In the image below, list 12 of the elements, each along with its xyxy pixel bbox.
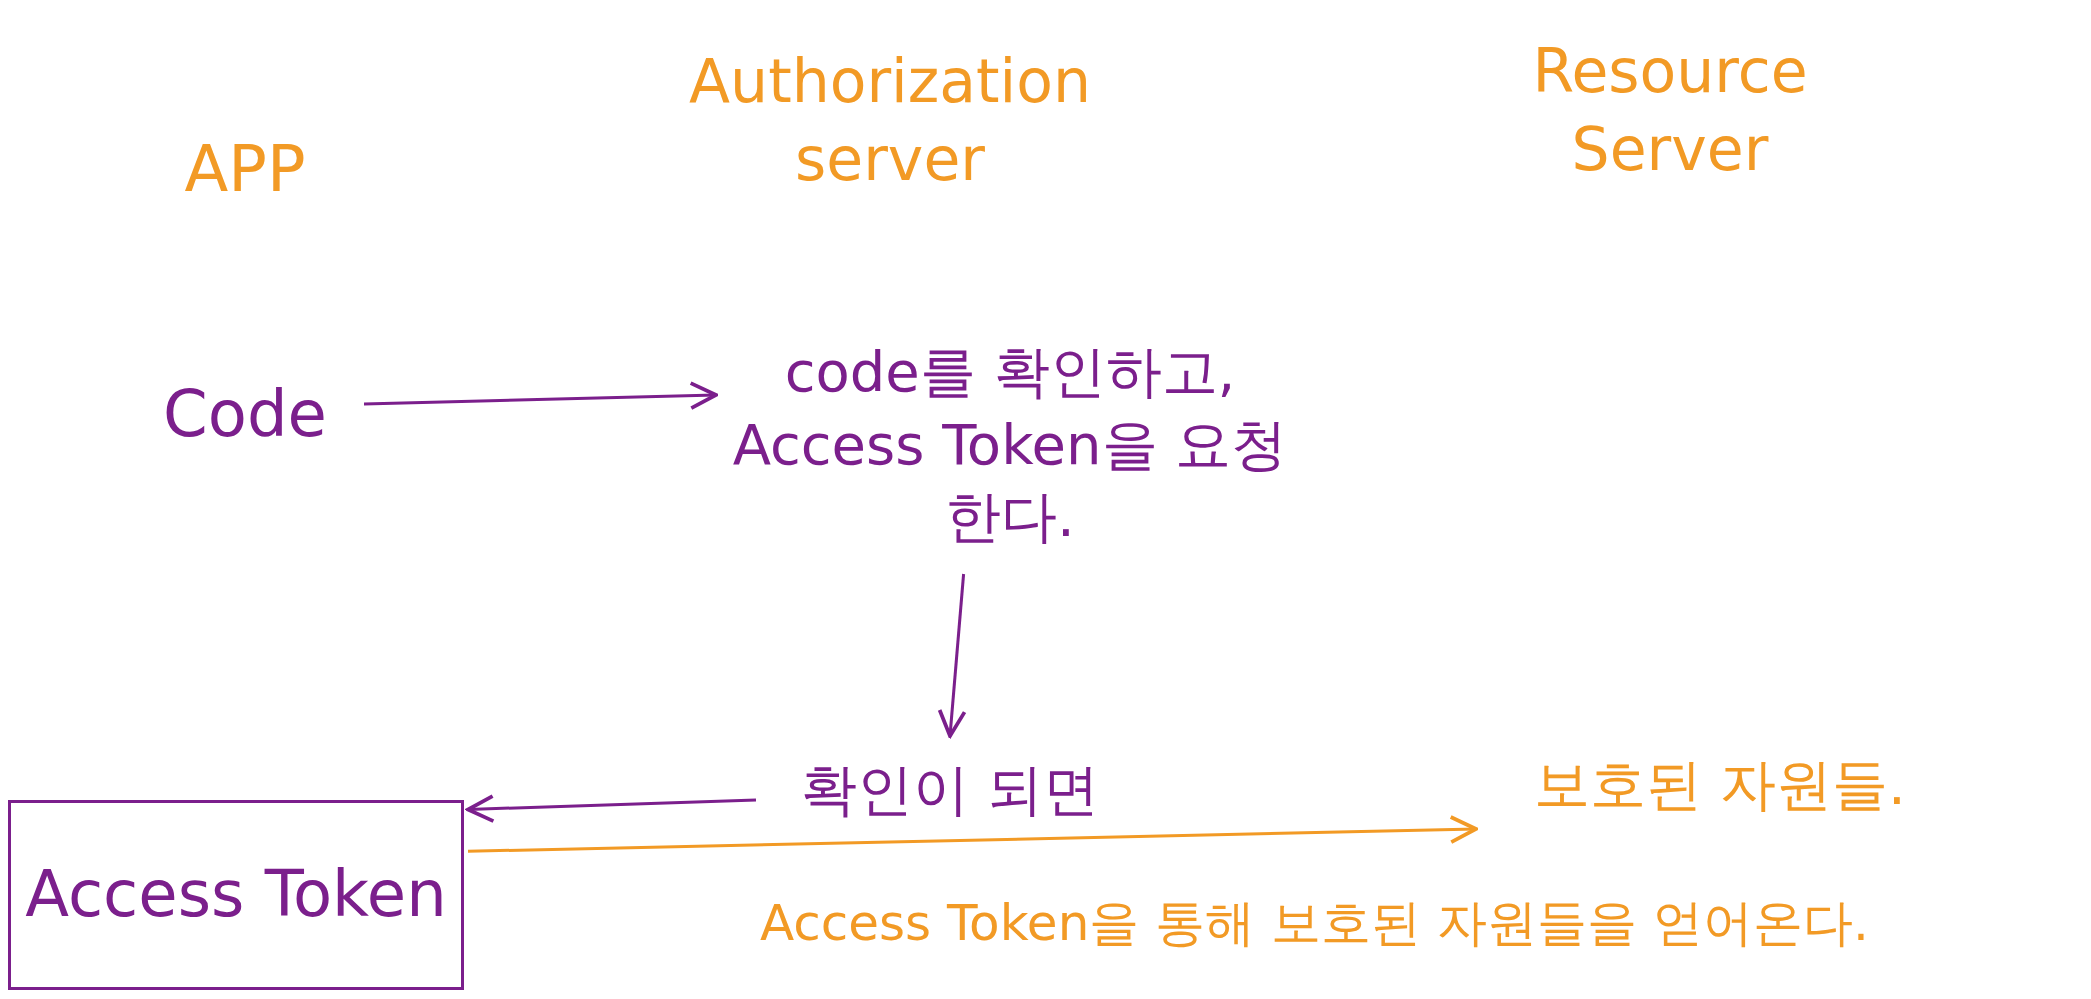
step-text: 보호된 자원들.: [1480, 730, 1960, 840]
arrow: [937, 573, 967, 738]
token-box: Access Token: [8, 800, 464, 990]
column-heading: APP: [150, 110, 340, 230]
arrow: [466, 794, 757, 824]
step-text: code를 확인하고, Access Token을 요청한다.: [720, 320, 1300, 570]
arrow: [363, 381, 718, 410]
step-text: Code: [130, 360, 360, 470]
arrow: [467, 815, 1478, 853]
column-heading: Resource Server: [1500, 10, 1840, 210]
column-heading: Authorization server: [620, 20, 1160, 220]
step-text: 확인이 되면: [760, 740, 1140, 840]
